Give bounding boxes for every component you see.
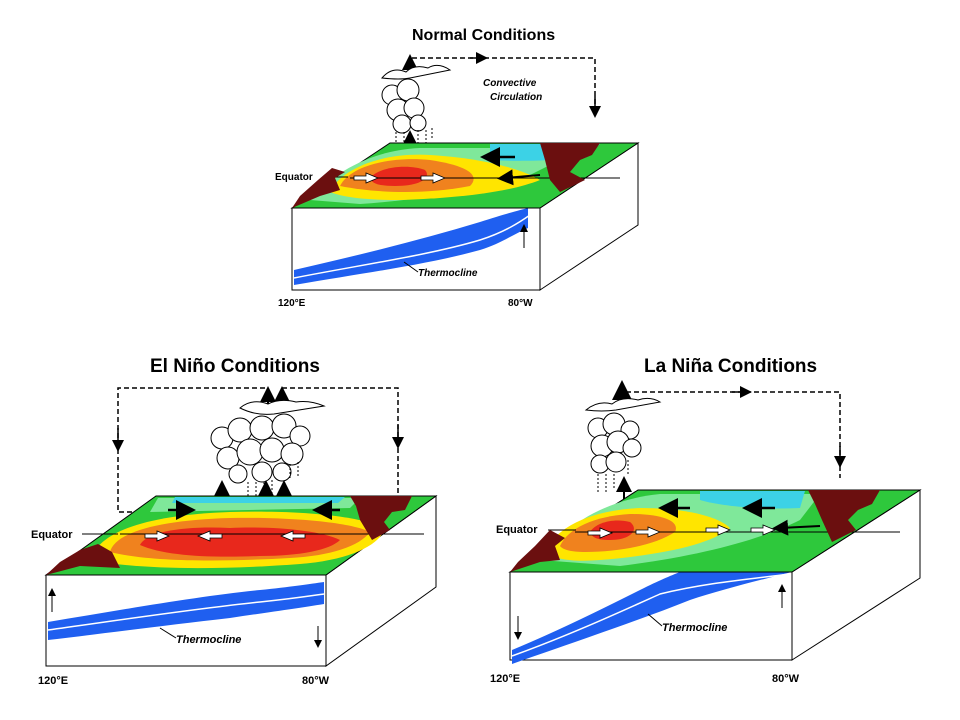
equator-label: Equator bbox=[275, 172, 313, 183]
west-longitude-label: 120°E bbox=[278, 298, 306, 309]
sst-warm-core bbox=[370, 166, 427, 186]
right-arrow-icon bbox=[144, 530, 171, 542]
panel-el-nino-title: El Niño Conditions bbox=[150, 356, 320, 377]
thermocline-line bbox=[511, 573, 791, 657]
land-east bbox=[350, 496, 412, 540]
thermocline-pointer bbox=[159, 627, 177, 639]
west-longitude-label: 120°E bbox=[490, 673, 520, 685]
west-longitude-label: 120°E bbox=[38, 675, 68, 687]
circulation-label-2: Circulation bbox=[490, 92, 542, 103]
equator-label: Equator bbox=[496, 524, 538, 536]
left-arrow-icon bbox=[587, 527, 614, 539]
east-longitude-label: 80°W bbox=[772, 673, 800, 685]
right-arrow-icon bbox=[279, 530, 306, 542]
panel-normal: Normal Conditions Convective Circulation bbox=[275, 27, 640, 309]
circulation-loop bbox=[621, 391, 841, 478]
east-longitude-label: 80°W bbox=[302, 675, 330, 687]
land-east bbox=[808, 490, 880, 542]
thermocline-line bbox=[47, 593, 325, 631]
thermocline-label: Thermocline bbox=[418, 268, 478, 279]
rain-icon bbox=[597, 460, 629, 492]
left-arrow-icon bbox=[635, 526, 662, 538]
panel-la-nina: La Niña Conditions Equator bbox=[490, 356, 922, 685]
land-east bbox=[540, 143, 600, 192]
panel-normal-title: Normal Conditions bbox=[412, 27, 555, 44]
left-arrow-icon bbox=[772, 519, 821, 536]
right-arrow-icon bbox=[196, 530, 223, 542]
thermocline-label: Thermocline bbox=[176, 634, 241, 646]
cloud-icon bbox=[381, 64, 452, 134]
thermocline-label: Thermocline bbox=[662, 622, 727, 634]
left-arrow-icon bbox=[705, 524, 732, 536]
rain-icon bbox=[395, 128, 433, 146]
thermocline-pointer bbox=[403, 261, 419, 273]
thermocline-line bbox=[293, 214, 531, 279]
left-arrow-icon bbox=[420, 172, 447, 184]
land-west bbox=[46, 544, 120, 575]
left-arrow-icon bbox=[353, 172, 380, 184]
panel-el-nino: El Niño Conditions bbox=[31, 356, 438, 687]
equator-label: Equator bbox=[31, 529, 73, 541]
thermocline-pointer bbox=[647, 613, 663, 627]
sst-cold bbox=[172, 497, 345, 503]
left-arrow-icon bbox=[497, 169, 541, 186]
warm-pool-water bbox=[294, 208, 528, 285]
land-west bbox=[510, 530, 565, 572]
circulation-label: Convective bbox=[483, 78, 537, 89]
panel-la-nina-title: La Niña Conditions bbox=[644, 356, 817, 377]
left-arrow-icon bbox=[750, 524, 777, 536]
warm-pool-water bbox=[512, 572, 792, 664]
cloud-icon bbox=[210, 399, 326, 484]
cloud-icon bbox=[584, 397, 662, 474]
east-longitude-label: 80°W bbox=[508, 298, 533, 309]
land-west bbox=[292, 168, 345, 208]
